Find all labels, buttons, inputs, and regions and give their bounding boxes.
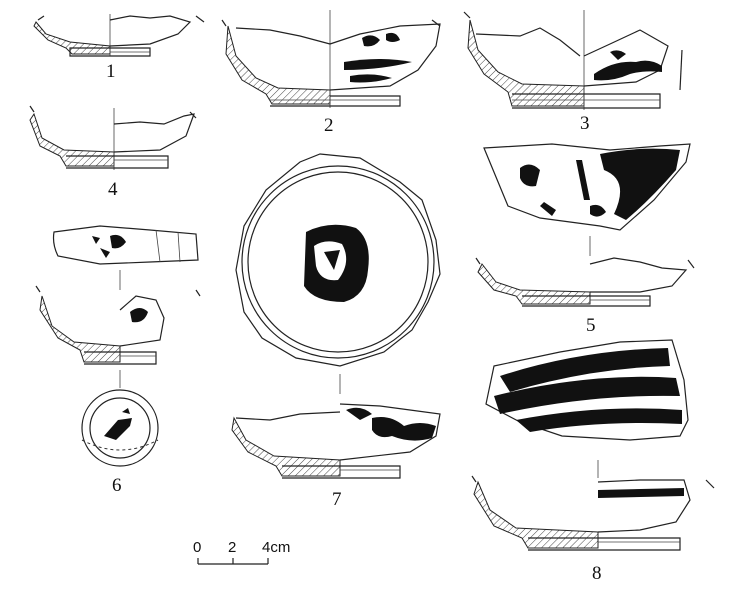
scale-tick-2: 2	[228, 539, 237, 556]
figure-label-2: 2	[324, 115, 334, 136]
fig-5-drawing	[475, 143, 695, 307]
fig-7-drawing	[231, 153, 441, 479]
fig-6-drawing	[35, 225, 201, 467]
scale-bar	[197, 558, 269, 565]
scale-tick-0: 0	[193, 539, 202, 556]
scale-tick-4cm: 4cm	[262, 539, 291, 556]
fig-4-drawing	[29, 105, 197, 170]
figure-label-4: 4	[108, 179, 118, 200]
fig-1-drawing	[33, 14, 205, 57]
figure-label-1: 1	[106, 61, 116, 82]
fig-3-drawing	[463, 10, 683, 110]
figure-label-3: 3	[580, 113, 590, 134]
fig-8-drawing	[471, 339, 715, 551]
figure-label-7: 7	[332, 489, 342, 510]
figure-label-5: 5	[586, 315, 596, 336]
figure-label-6: 6	[112, 475, 122, 496]
figure-label-8: 8	[592, 563, 602, 584]
fig-2-drawing	[221, 10, 441, 108]
